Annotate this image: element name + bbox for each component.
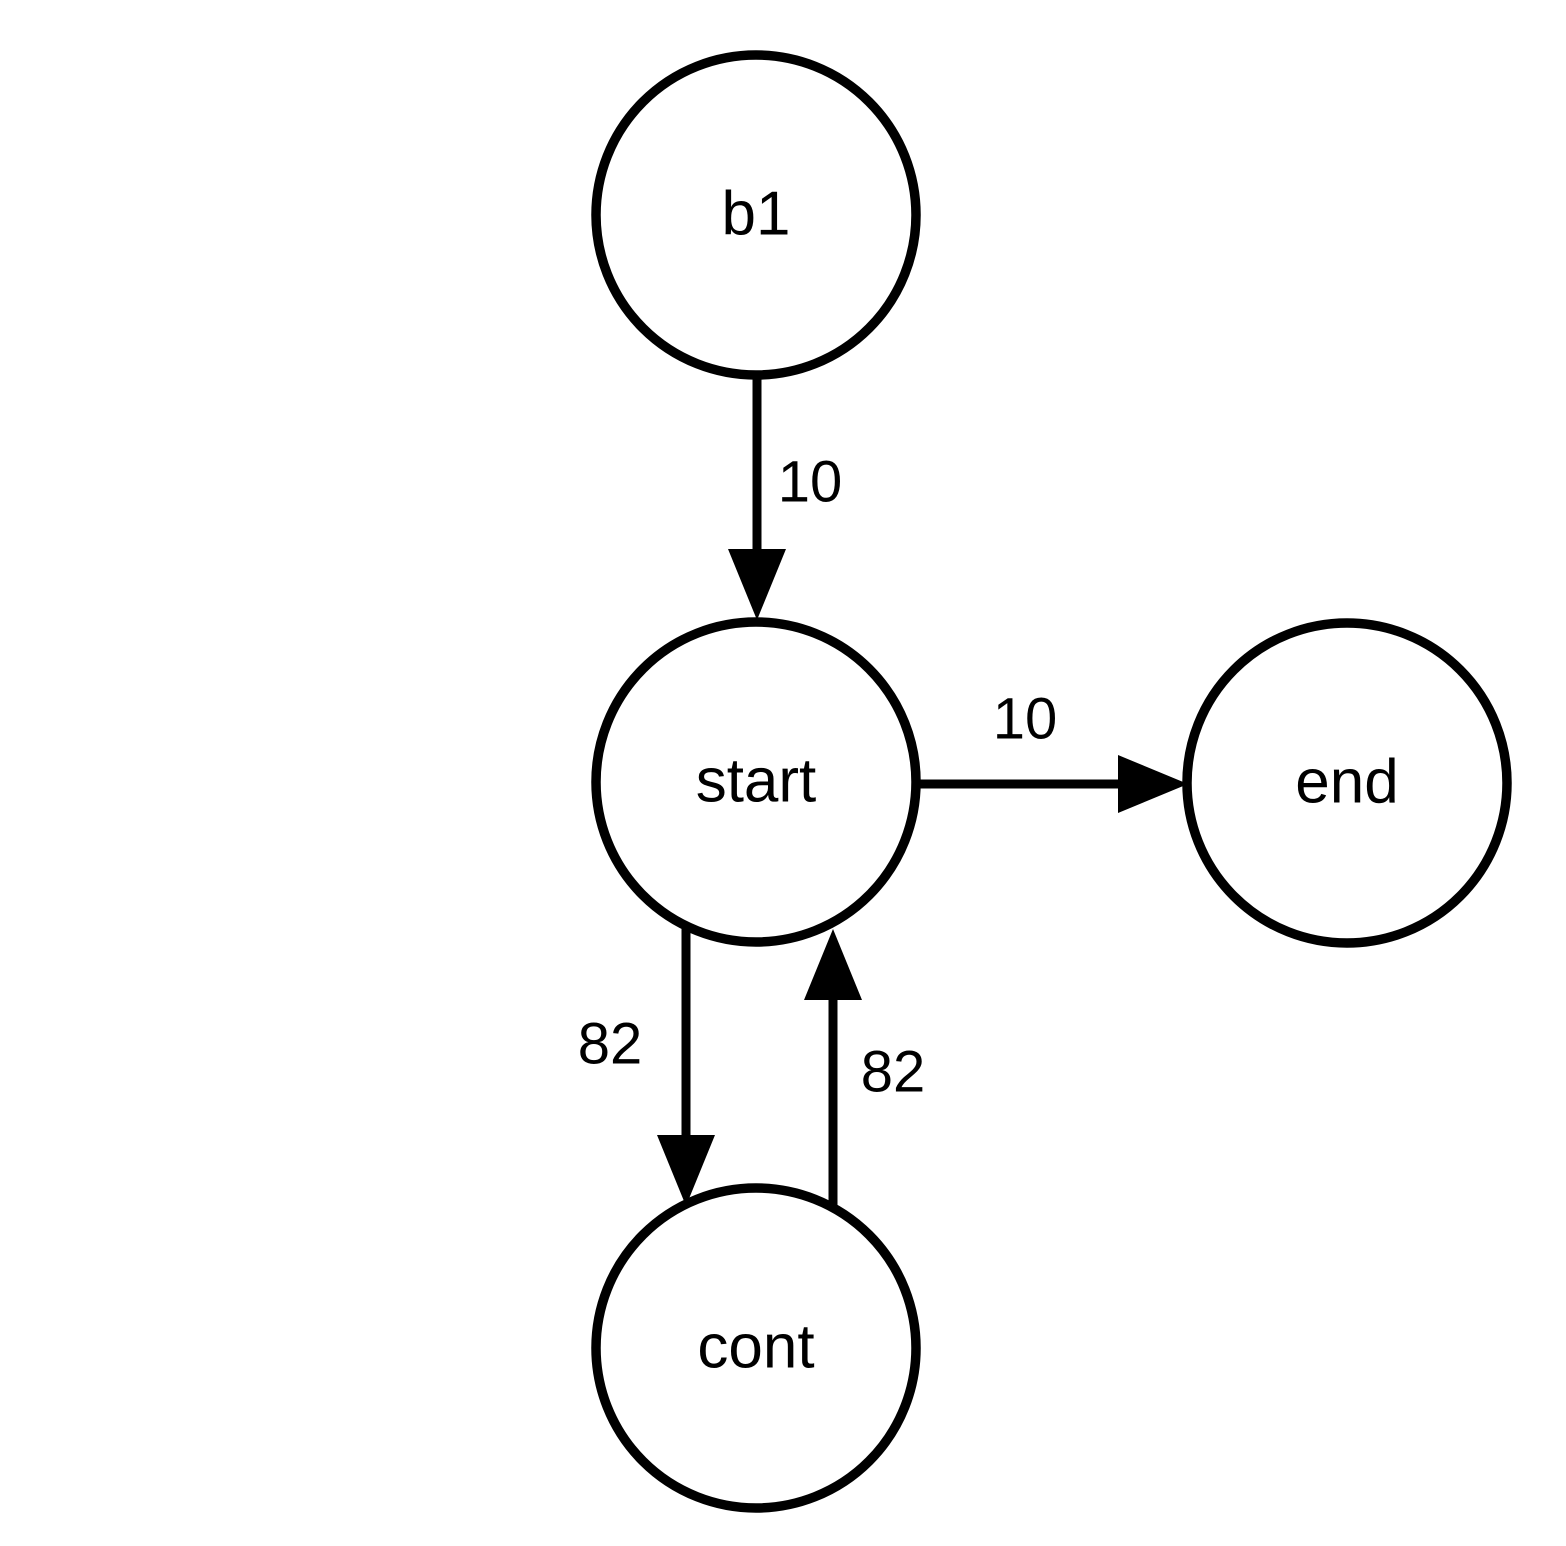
edge-start-to-cont-arrowhead [657, 1135, 715, 1206]
node-start-label: start [696, 746, 817, 815]
edge-cont-to-start-arrowhead [804, 929, 862, 1000]
node-cont-circle [591, 1183, 921, 1513]
node-start-circle [591, 617, 921, 947]
node-b1[interactable]: b1 [591, 50, 921, 380]
edge-b1-to-start[interactable]: 10 [728, 376, 842, 620]
edge-label-start-to-cont: 82 [578, 1011, 643, 1076]
node-end-label: end [1295, 747, 1398, 816]
edge-start-to-end-arrowhead [1118, 755, 1188, 813]
node-end-circle [1182, 618, 1512, 948]
node-cont[interactable]: cont [591, 1183, 921, 1513]
edge-label-start-to-end: 10 [993, 686, 1058, 751]
edge-label-cont-to-start: 82 [861, 1039, 926, 1104]
node-start[interactable]: start [591, 617, 921, 947]
node-b1-circle [591, 50, 921, 380]
edge-start-to-end[interactable]: 10 [916, 686, 1188, 813]
edge-b1-to-start-arrowhead [728, 549, 786, 620]
node-b1-label: b1 [722, 179, 791, 248]
edge-start-to-cont[interactable]: 82 [578, 924, 715, 1206]
edge-label-b1-to-start: 10 [778, 449, 843, 514]
node-end[interactable]: end [1182, 618, 1512, 948]
edge-cont-to-start[interactable]: 82 [804, 929, 925, 1216]
node-cont-label: cont [697, 1312, 814, 1381]
